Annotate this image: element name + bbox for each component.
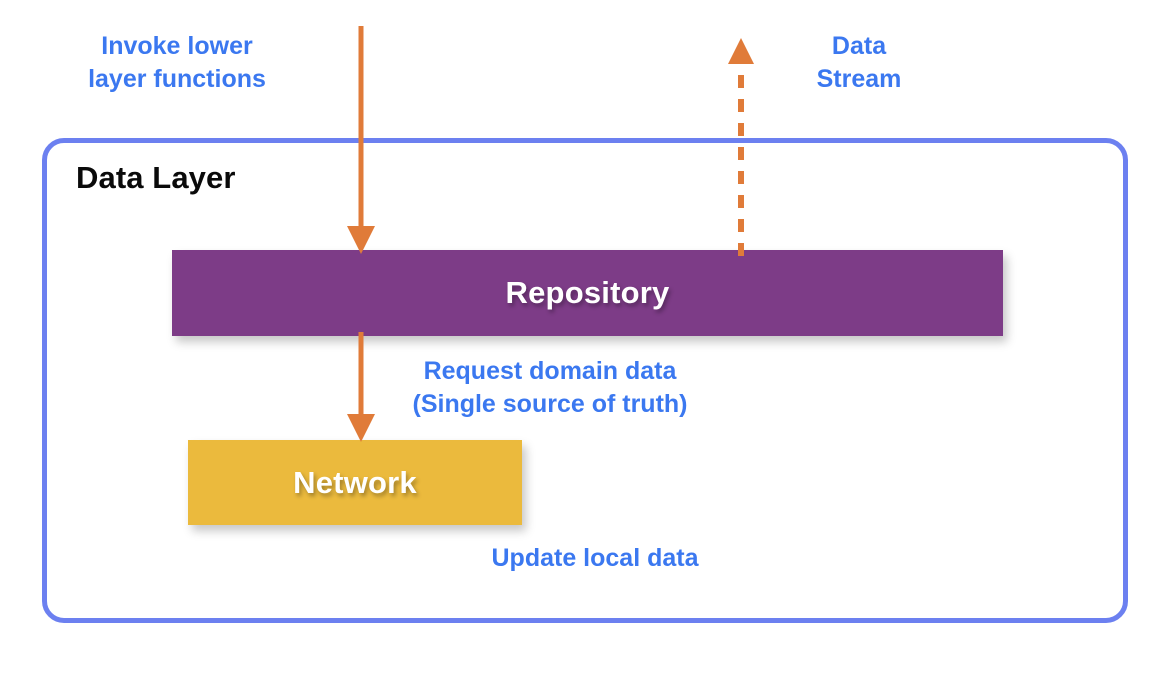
data-layer-container [42,138,1128,623]
box-network[interactable]: Network [188,440,522,525]
label-invoke-lower-layer-functions: Invoke lower layer functions [88,32,266,93]
label-data-stream: Data Stream [816,32,902,93]
arrow-data-stream [728,38,754,256]
box-repository-label: Repository [505,275,670,310]
data-layer-title: Data Layer [76,160,236,195]
label-update-local-data: Update local data [491,544,699,572]
box-network-label: Network [293,464,417,500]
label-request-domain-data: Request domain data (Single source of tr… [412,357,688,418]
arrow-request-domain-data [347,332,375,442]
arrow-invoke-lower-layer-functions [347,26,375,254]
box-repository[interactable]: Repository [172,250,1003,336]
